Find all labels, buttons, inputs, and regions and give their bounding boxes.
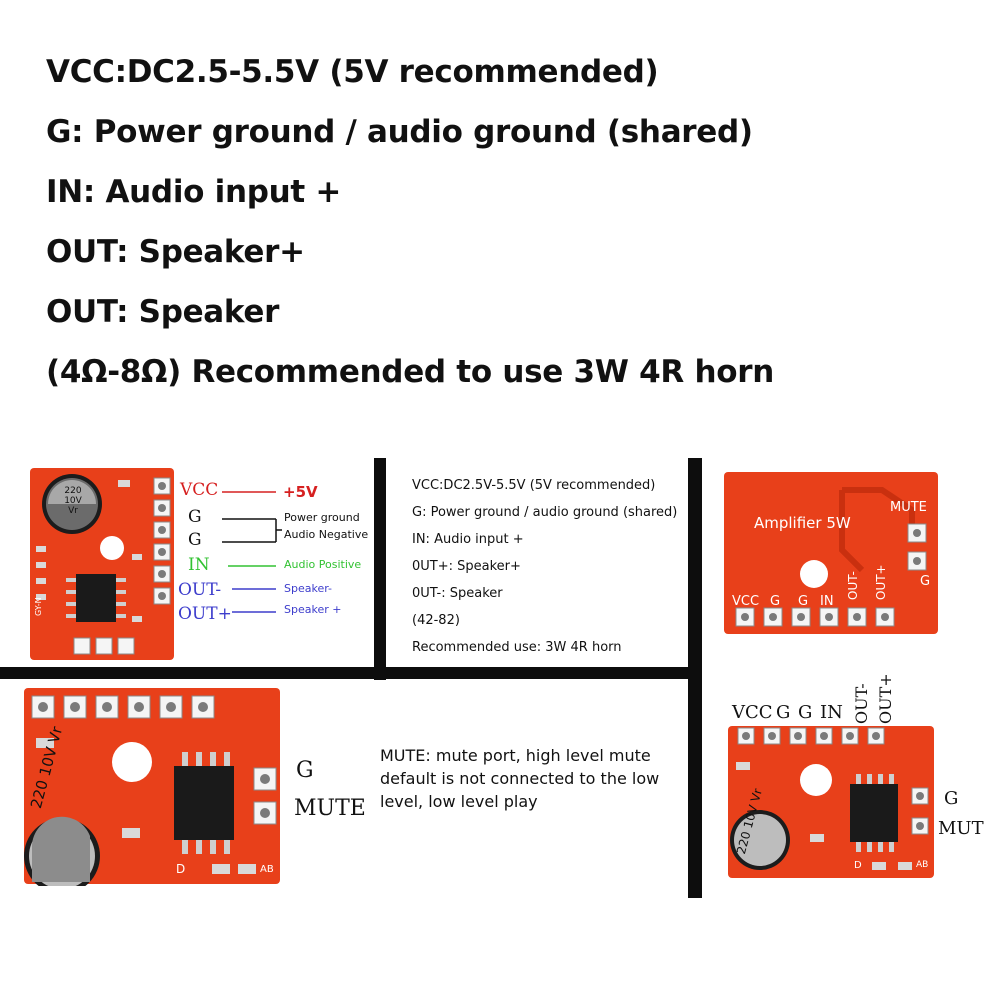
spec-line-impedance: (42-82) xyxy=(412,613,460,628)
board-back-pin-out-plus: OUT+ xyxy=(874,564,888,600)
cap-text-value: 220 xyxy=(64,486,82,496)
board-small-pin-in: IN xyxy=(820,702,843,723)
pcb-small-image xyxy=(728,726,934,878)
cap-text-voltage: 10V xyxy=(64,496,82,506)
board-mute-silk-ab: AB xyxy=(260,864,274,875)
board-back-pin-out-minus: OUT- xyxy=(846,571,860,600)
board-mute: 220 10V Vr D AB xyxy=(22,686,284,894)
spec-line-input: IN: Audio input + xyxy=(412,532,524,547)
pcb-front-image xyxy=(30,468,174,660)
spec-line-vcc: VCC:DC2.5V-5.5V (5V recommended) xyxy=(412,478,656,493)
annotation-speaker-minus: Speaker- xyxy=(284,582,333,595)
spec-line-out-plus: 0UT+: Speaker+ xyxy=(412,559,521,574)
board-pinout-front: GY-N 220 10V Vr xyxy=(28,466,178,664)
annotation-ground-2: Audio Negative xyxy=(284,528,369,541)
board-back-mute: MUTE xyxy=(890,500,927,515)
board-mute-label-mute: MUTE xyxy=(294,796,366,821)
board-small-label-mute: MUT xyxy=(938,818,984,839)
pcb-back-image xyxy=(724,472,938,634)
board-small-pin-g2: G xyxy=(798,702,813,723)
divider-vertical-left xyxy=(374,458,386,680)
spec-line-ground: G: Power ground / audio ground (shared) xyxy=(412,505,678,520)
board-small: 220 10V Vr D AB xyxy=(726,724,936,880)
pin-label-g1: G xyxy=(188,507,202,527)
board-small-pin-out-minus: OUT- xyxy=(852,683,871,724)
pin-label-in: IN xyxy=(188,555,210,575)
header-line-horn: (4Ω-8Ω) Recommended to use 3W 4R horn xyxy=(46,354,774,390)
board-back-pin-g1: G xyxy=(770,594,781,609)
pcb-mute-image xyxy=(24,688,280,894)
board-back-g: G xyxy=(920,574,931,589)
mute-note: MUTE: mute port, high level mute default… xyxy=(380,746,660,811)
annotation-ground-1: Power ground xyxy=(284,511,360,524)
board-small-pin-out-plus: OUT+ xyxy=(876,673,895,724)
spec-line-out-minus: 0UT-: Speaker xyxy=(412,586,503,601)
cap-text-series: Vr xyxy=(68,506,78,516)
board-back-title: Amplifier 5W xyxy=(754,514,851,532)
pin-label-g2: G xyxy=(188,530,202,550)
spec-line-horn: Recommended use: 3W 4R horn xyxy=(412,640,622,655)
pin-label-out-plus: OUT+ xyxy=(178,604,232,624)
board1-cap-text: 220 10V Vr xyxy=(60,486,86,516)
board-back-pin-g2: G xyxy=(798,594,809,609)
annotation-leader-lines xyxy=(222,491,282,613)
board-small-label-g: G xyxy=(944,788,959,809)
board-small-pin-g1: G xyxy=(776,702,791,723)
board-mute-silk-d: D xyxy=(176,862,186,876)
board-back-pin-vcc: VCC xyxy=(732,594,760,609)
annotation-speaker-plus: Speaker + xyxy=(284,603,342,616)
board-small-silk-d: D xyxy=(854,860,862,871)
board1-side-marks: GY-N xyxy=(34,597,43,616)
header-line-vcc: VCC:DC2.5-5.5V (5V recommended) xyxy=(46,54,659,90)
divider-horizontal xyxy=(0,667,702,679)
pin-label-vcc: VCC xyxy=(180,480,219,500)
header-line-input: IN: Audio input + xyxy=(46,174,342,210)
header-line-ground: G: Power ground / audio ground (shared) xyxy=(46,114,753,150)
board-small-pin-vcc: VCC xyxy=(732,702,773,723)
board-small-silk-ab: AB xyxy=(916,860,929,870)
pin-label-out-minus: OUT- xyxy=(178,580,222,600)
annotation-vcc: +5V xyxy=(283,483,318,501)
board-mute-label-g: G xyxy=(296,758,314,783)
header-line-speaker-plus: OUT: Speaker+ xyxy=(46,234,305,270)
board-back-pin-in: IN xyxy=(820,594,834,609)
board-back: Amplifier 5W MUTE G VCC G G IN OUT- OUT+ xyxy=(722,470,940,636)
header-line-speaker: OUT: Speaker xyxy=(46,294,280,330)
annotation-audio-positive: Audio Positive xyxy=(284,558,362,571)
